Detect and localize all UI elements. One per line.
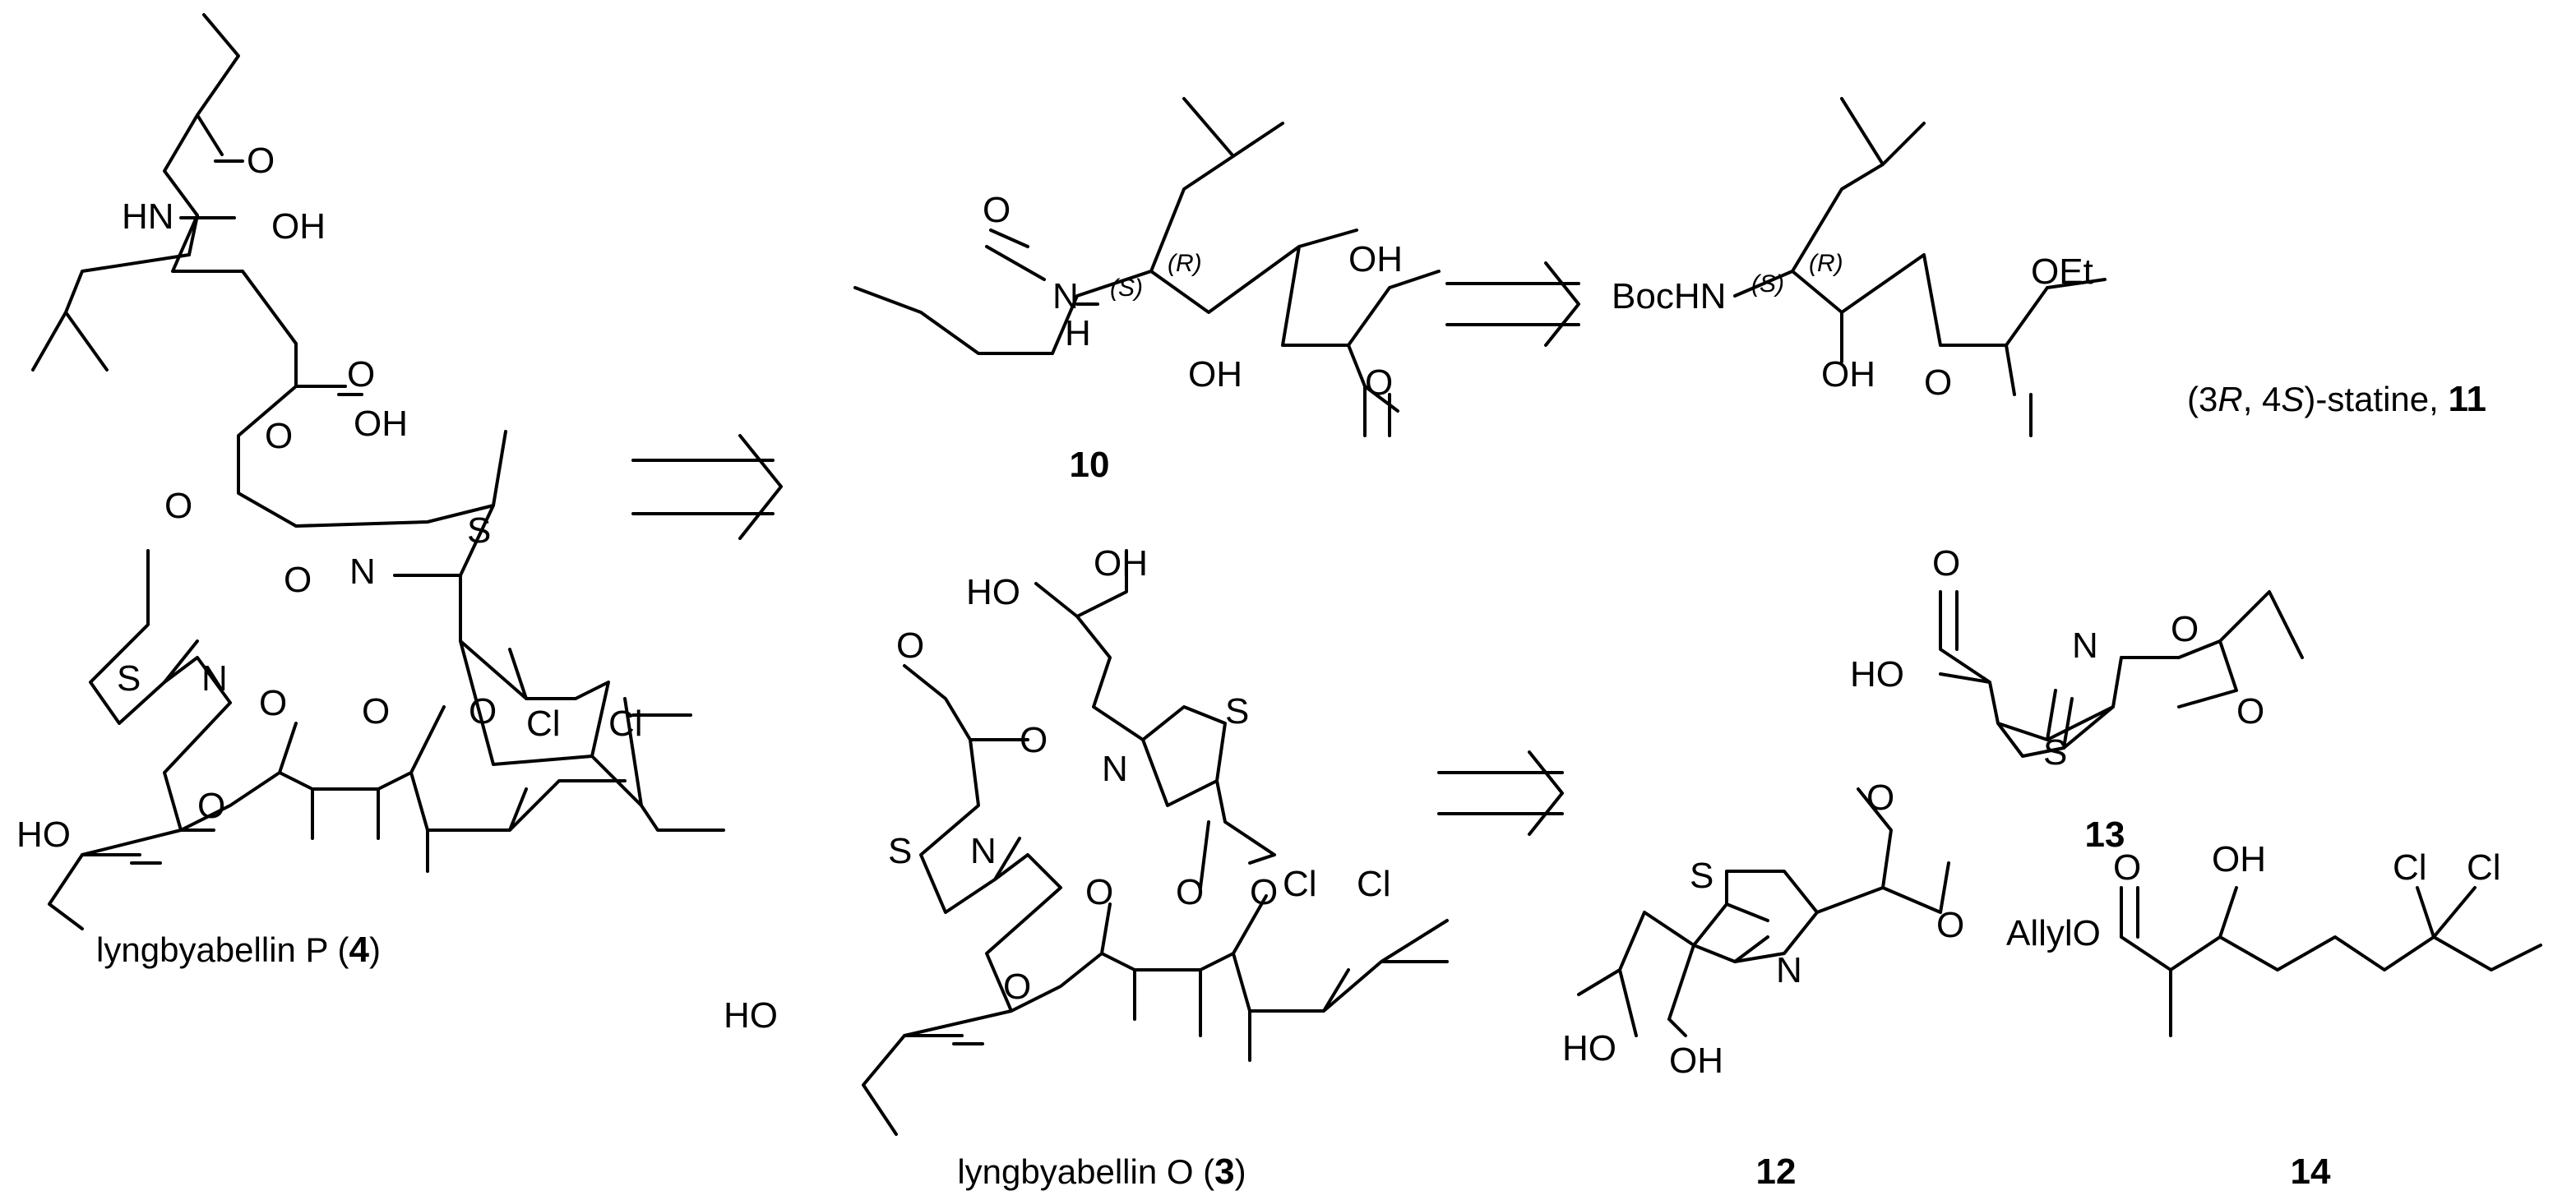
atom-o: O [2236, 691, 2264, 732]
retro-arrow-10-to-11 [1445, 261, 1580, 347]
structure-compound-14 [2120, 886, 2542, 1037]
retro-arrow-3-to-12-13-14 [1437, 750, 1564, 836]
atom-n: N [1102, 749, 1128, 789]
atom-hn: HN [122, 196, 174, 237]
atom-s: S [1690, 856, 1713, 896]
atom-o: O [1866, 778, 1894, 818]
atom-o: O [1250, 872, 1278, 912]
structure-compound-13 [1939, 590, 2304, 758]
atom-ho: HO [16, 815, 71, 855]
atom-cl: Cl [1357, 864, 1391, 904]
atom-s: S [1225, 691, 1249, 732]
atom-n: N [2072, 625, 2098, 666]
atom-o: O [1085, 872, 1113, 912]
atom-o: O [1936, 905, 1964, 945]
structure-lyngbyabellin-p [31, 13, 725, 930]
atom-oh: OH [1094, 543, 1148, 584]
stereo-label-s: (S) [1110, 275, 1143, 302]
caption-compound-11: (3R, 4S)-statine, 11 [2187, 379, 2486, 419]
atom-labels-compound-14: O OH AllylO Cl Cl [2006, 839, 2501, 953]
label-compound-12: 12 [1756, 1152, 1797, 1192]
atom-labels-compound-12: S N O O HO OH [1562, 778, 1964, 1081]
atom-cl: Cl [526, 704, 561, 744]
atom-bochn: BocHN [1612, 276, 1726, 316]
atom-oet: OEt [2031, 252, 2093, 292]
atom-o: O [1365, 362, 1393, 403]
caption-lyngbyabellin-o: lyngbyabellin O (3) [957, 1152, 1246, 1192]
atom-cl: Cl [2393, 847, 2427, 888]
structure-compound-11 [1733, 97, 2107, 437]
atom-o: O [362, 691, 390, 732]
atom-ho: HO [966, 572, 1020, 612]
atom-n: N [970, 831, 997, 871]
atom-o: O [197, 786, 225, 826]
atom-oh: OH [1821, 354, 1875, 395]
atom-cl: Cl [1283, 864, 1317, 904]
atom-oh: OH [1669, 1041, 1723, 1081]
atom-labels-compound-11: BocHN (S) (R) OH O OEt [1612, 250, 2093, 403]
stereo-label-r: (R) [1168, 250, 1202, 277]
atom-o: O [164, 486, 192, 526]
label-compound-14: 14 [2291, 1152, 2331, 1192]
atom-o: O [284, 560, 312, 600]
atom-n: N [201, 658, 228, 699]
atom-o: O [259, 683, 287, 723]
atom-o: O [1176, 872, 1204, 912]
atom-oh: OH [271, 206, 326, 247]
caption-lyngbyabellin-p: lyngbyabellin P (4) [96, 930, 381, 970]
atom-o: O [1932, 543, 1960, 584]
atom-s: S [888, 831, 912, 871]
atom-o: O [1020, 720, 1048, 760]
atom-o: O [2171, 609, 2199, 649]
atom-o: O [469, 691, 497, 732]
atom-s: S [2043, 732, 2067, 773]
atom-o: O [1924, 362, 1952, 403]
atom-labels-lyngbyabellin-o: HO OH O S O N S N O O O Cl Cl O HO [724, 543, 1391, 1036]
atom-n: N [349, 552, 376, 592]
atom-o: O [1003, 967, 1031, 1007]
atom-h: H [1065, 313, 1091, 353]
atom-o: O [347, 354, 375, 395]
atom-s: S [467, 510, 491, 551]
stereo-label-s: (S) [1751, 270, 1784, 298]
atom-n: N [1776, 950, 1802, 990]
atom-cl: Cl [2467, 847, 2501, 888]
structure-compound-10 [853, 97, 1441, 437]
atom-ho: HO [1850, 654, 1904, 695]
atom-s: S [117, 658, 141, 699]
retro-arrow-4-to-10 [631, 434, 783, 540]
atom-o: O [983, 190, 1011, 230]
label-compound-10: 10 [1070, 445, 1110, 485]
atom-o: O [896, 625, 924, 666]
atom-labels-lyngbyabellin-p: O HN OH O O OH O O N S S N O O O Cl Cl O… [16, 141, 643, 855]
atom-o: O [2113, 847, 2141, 888]
atom-cl: Cl [608, 704, 643, 744]
atom-oh: OH [1348, 239, 1403, 279]
structure-lyngbyabellin-o [862, 549, 1449, 1136]
atom-o: O [247, 141, 275, 181]
atom-labels-compound-10: O N H (S) (R) OH OH O [983, 190, 1403, 403]
atom-ho: HO [724, 995, 778, 1036]
label-compound-13: 13 [2085, 815, 2125, 855]
atom-n: N [1052, 276, 1079, 316]
structure-compound-12 [1577, 787, 1950, 1037]
stereo-label-r: (R) [1809, 250, 1843, 277]
atom-oh: OH [354, 404, 408, 444]
atom-labels-compound-13: O HO N S O O [1850, 543, 2264, 773]
atom-oh: OH [1188, 354, 1242, 395]
atom-o: O [265, 416, 293, 456]
atom-ho: HO [1562, 1028, 1616, 1068]
atom-allylo: AllylO [2006, 913, 2101, 953]
atom-oh: OH [2212, 839, 2266, 879]
